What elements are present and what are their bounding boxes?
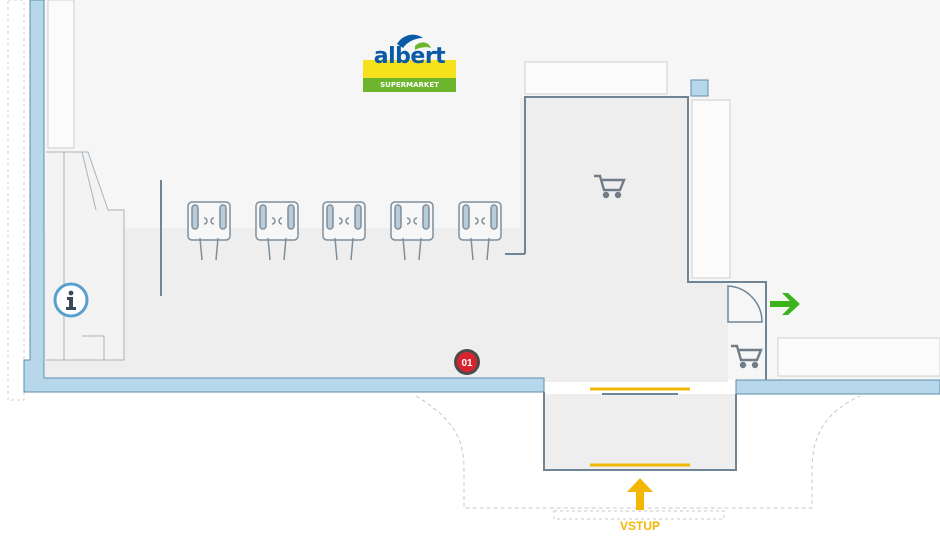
checkout-counter [322, 201, 366, 261]
shopping-cart-icon [594, 174, 626, 199]
brand-tagline: SUPERMARKET [363, 78, 456, 92]
stairs-inner [63, 151, 105, 360]
outer-wall-right [735, 379, 940, 395]
location-marker-label: 01 [461, 358, 473, 369]
logo-mark [363, 34, 456, 78]
entrance-dashed-area [415, 395, 861, 509]
checkout-counter [255, 201, 299, 261]
entrance-label-box [553, 510, 725, 520]
right-low-shelf [777, 337, 940, 377]
left-dashed-border [7, 0, 25, 401]
pillar [690, 79, 709, 97]
checkout-counter [187, 201, 231, 261]
shop-floor-lower [520, 282, 728, 382]
top-left-shelf [47, 0, 75, 149]
checkout-counters [187, 201, 502, 261]
right-tall-shelf [691, 99, 731, 279]
top-shelf [524, 61, 668, 95]
location-marker[interactable]: 01 [454, 349, 480, 375]
info-icon[interactable] [53, 282, 89, 318]
inner-wall [505, 96, 767, 380]
exit-door [727, 285, 763, 323]
entrance-arrow-icon [627, 478, 653, 510]
checkout-counter [390, 201, 434, 261]
entrance-label: VSTUP [619, 519, 660, 533]
exit-arrow-icon [770, 293, 800, 315]
shopping-cart-icon [731, 344, 763, 369]
brand-name: albert [373, 44, 446, 69]
vestibule-floor [544, 394, 736, 470]
checkout-counter [458, 201, 502, 261]
albert-logo: albert SUPERMARKET [363, 30, 456, 92]
